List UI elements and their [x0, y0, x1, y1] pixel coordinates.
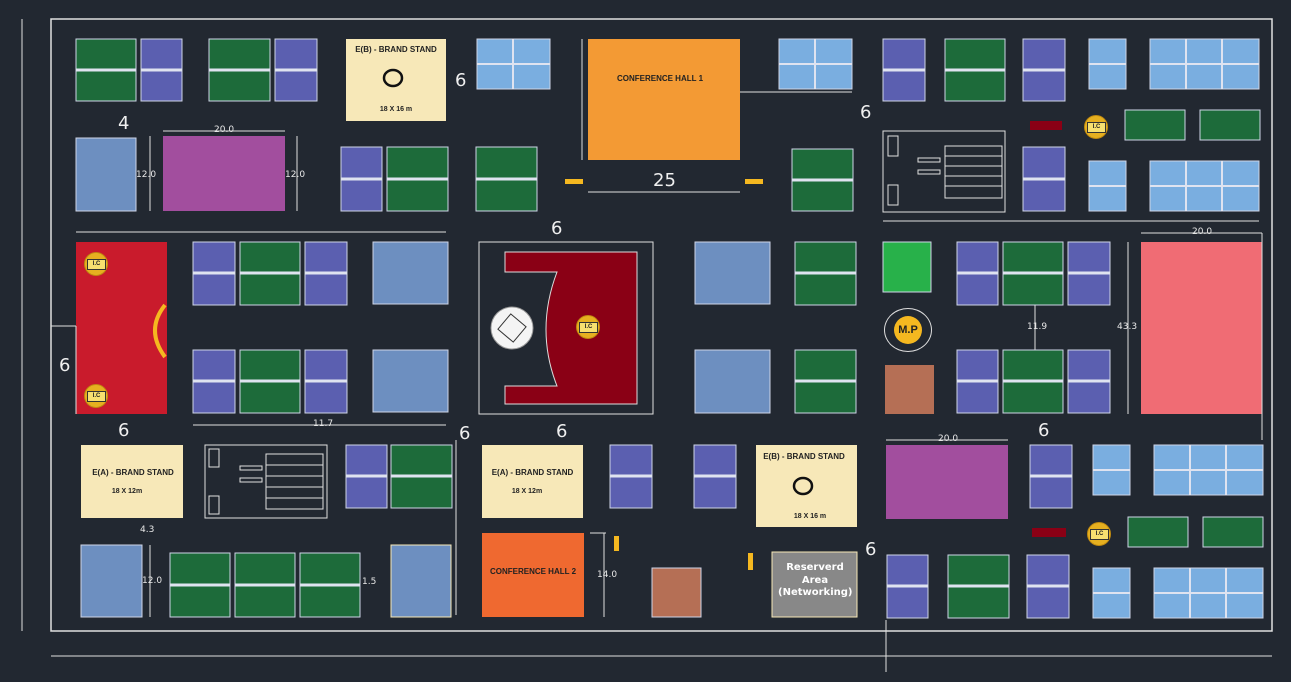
ea-brand-stand-1[interactable] [81, 445, 183, 518]
booth-green[interactable] [1127, 516, 1189, 548]
conference-hall-2[interactable] [482, 533, 584, 617]
eb-brand-stand-2[interactable] [756, 445, 857, 527]
info-counter-label: I.C [87, 391, 106, 402]
hall-outline [50, 18, 1273, 632]
dimension-12: 12.0 [142, 576, 163, 586]
dimension-4-3: 4.3 [140, 525, 155, 535]
info-counter-label: I.C [87, 259, 106, 270]
marker-yellow [565, 179, 583, 184]
marker-yellow [614, 536, 619, 551]
ea-stand-size: 18 X 12m [111, 488, 143, 495]
lounge-area-bottom [204, 444, 328, 519]
dimension-4: 4 [118, 113, 130, 134]
dimension-14: 14.0 [597, 570, 618, 580]
dimension-6: 6 [118, 420, 130, 441]
dimension-20: 20.0 [1192, 227, 1213, 237]
mp-label: M.P [894, 316, 922, 344]
dimension-20: 20.0 [938, 434, 959, 444]
eb-brand-stand-1[interactable] [346, 39, 446, 121]
dimension-11-7: 11.7 [313, 419, 334, 429]
ea-stand-label: E(A) - BRAND STAND [92, 468, 174, 477]
booth-steel-blue[interactable] [694, 349, 771, 414]
info-counter-label: I.C [579, 322, 598, 333]
dimension-6: 6 [556, 421, 568, 442]
reserved-area-label: Reserverd Area (Networking) [778, 562, 853, 598]
eb-stand-size: 18 X 16 m [793, 513, 827, 520]
dimension-6: 6 [551, 218, 563, 239]
magenta-stand-right[interactable] [886, 445, 1008, 519]
booth-steel-blue[interactable] [372, 241, 449, 305]
dimension-6: 6 [59, 355, 71, 376]
dimension-25: 25 [653, 170, 676, 191]
eb-stand-size: 18 X 16 m [379, 106, 413, 113]
info-counter-icon[interactable]: I.C [576, 315, 600, 339]
central-stage[interactable] [504, 251, 638, 405]
info-counter-label: I.C [1090, 529, 1109, 540]
info-counter-icon[interactable]: I.C [84, 252, 108, 276]
conference-hall-2-label: CONFERENCE HALL 2 [489, 567, 577, 576]
booth-steel-blue[interactable] [390, 544, 452, 618]
green-kiosk[interactable] [882, 241, 932, 293]
booth-green[interactable] [1202, 516, 1264, 548]
dimension-1-5: 1.5 [362, 577, 377, 587]
info-counter-icon[interactable]: I.C [1084, 115, 1108, 139]
info-counter-desk [1030, 121, 1062, 130]
dimension-6: 6 [455, 70, 467, 91]
magenta-stand-left[interactable] [163, 136, 285, 211]
marker-yellow [745, 179, 763, 184]
conference-hall-1-label: CONFERENCE HALL 1 [616, 74, 704, 83]
ea-stand-label: E(A) - BRAND STAND [491, 468, 574, 477]
central-stage-outline [478, 241, 654, 415]
info-counter-icon[interactable]: I.C [84, 384, 108, 408]
ea-stand-size: 18 X 12m [511, 488, 543, 495]
dimension-20: 20.0 [214, 125, 235, 135]
dimension-43-3: 43.3 [1117, 322, 1138, 332]
dimension-11-9: 11.9 [1027, 322, 1048, 332]
info-counter-desk [1032, 528, 1066, 537]
dimension-6: 6 [860, 102, 872, 123]
conference-hall-1[interactable] [588, 39, 740, 160]
booth-green[interactable] [1124, 109, 1186, 141]
dimension-6: 6 [1038, 420, 1050, 441]
booth-steel-blue[interactable] [75, 137, 137, 212]
reserved-networking-area[interactable] [771, 551, 858, 618]
marker-yellow [748, 553, 753, 570]
brown-kiosk[interactable] [651, 567, 702, 618]
dimension-6: 6 [459, 423, 471, 444]
eb-stand-label: E(B) - BRAND STAND [355, 45, 437, 54]
dimension-12: 12.0 [285, 170, 306, 180]
lounge-area-top [882, 130, 1006, 213]
eb-stand-label: E(B) - BRAND STAND [763, 452, 845, 461]
dimension-12: 12.0 [136, 170, 157, 180]
info-counter-icon[interactable]: I.C [1087, 522, 1111, 546]
booth-green[interactable] [1199, 109, 1261, 141]
booth-steel-blue[interactable] [694, 241, 771, 305]
booth-steel-blue[interactable] [372, 349, 449, 413]
brown-kiosk[interactable] [885, 365, 934, 414]
ea-brand-stand-2[interactable] [482, 445, 583, 518]
info-counter-label: I.C [1087, 122, 1106, 133]
dimension-6: 6 [865, 539, 877, 560]
booth-steel-blue[interactable] [80, 544, 143, 618]
pink-stand[interactable] [1141, 242, 1262, 414]
mp-marker[interactable]: M.P [884, 308, 932, 352]
